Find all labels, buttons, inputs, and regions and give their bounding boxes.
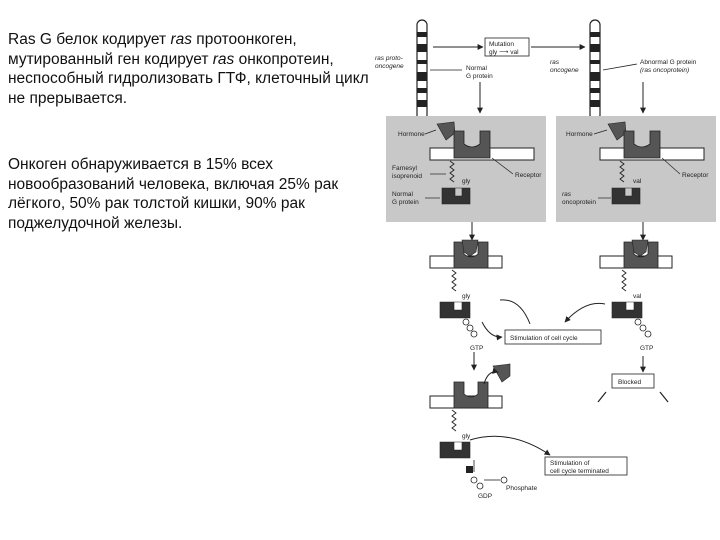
- p1-text-3: онкопротеин, неспособный гидролизовать Г…: [8, 50, 369, 107]
- label-normal-gprotein-1: Normal: [466, 65, 488, 72]
- gdp-square: [466, 466, 473, 473]
- p1-ras-italic-2: ras: [212, 50, 235, 68]
- farnesyl-chain-left-3: [451, 409, 457, 432]
- label-ras-onco-2: oncoprotein: [562, 199, 596, 206]
- label-normal-gprotein-2: G protein: [466, 73, 493, 80]
- label-gtp-right: GTP: [640, 345, 653, 352]
- panel-left-membrane: [386, 116, 546, 222]
- label-normal-g-2: G protein: [392, 199, 419, 206]
- p1-ras-italic-1: ras: [170, 31, 192, 48]
- label-gly-3: gly: [462, 433, 471, 440]
- label-phosphate: Phosphate: [506, 485, 537, 492]
- label-mutation-1: Mutation: [489, 41, 514, 48]
- gprotein-right: [611, 187, 641, 205]
- label-abnormal-gprotein-2: (ras oncoprotein): [640, 67, 689, 74]
- label-val-2: val: [633, 293, 642, 300]
- label-gly-1: gly: [462, 178, 471, 185]
- label-receptor-right: Receptor: [682, 172, 709, 179]
- leader-hormone-right: [593, 129, 608, 135]
- label-ras-onco-1: ras: [562, 191, 572, 198]
- blocked-rays: [597, 391, 669, 403]
- arrow-to-stimulation-right: [564, 302, 606, 323]
- gprotein-left-2: [439, 301, 471, 319]
- chromosome-left: [416, 19, 428, 121]
- arrow-hormone-release: [483, 368, 499, 385]
- phosphate-circle: [500, 476, 508, 484]
- arrow-to-stim-terminated: [469, 435, 551, 456]
- gprotein-right-2: [611, 301, 643, 319]
- label-ras-oncogene-2: oncogene: [550, 67, 579, 74]
- farnesyl-chain-right: [619, 160, 625, 183]
- mutation-box: [484, 37, 530, 57]
- label-mutation-2: gly ⟶ val: [489, 49, 519, 56]
- label-hormone-left: Hormone: [398, 131, 425, 138]
- label-gdp: GDP: [478, 493, 492, 500]
- chromosome-right: [589, 19, 601, 121]
- panel-right-membrane: [556, 116, 716, 222]
- paragraph-ras-description: Ras G белок кодирует ras протоонкоген, м…: [8, 30, 373, 108]
- hormone-bound-right: [631, 239, 649, 257]
- gdp-chain: [470, 476, 484, 490]
- farnesyl-chain-left-2: [451, 269, 457, 292]
- paragraph-oncogene-stats: Онкоген обнаруживается в 15% всех новооб…: [8, 155, 373, 233]
- label-stimulation: Stimulation of cell cycle: [510, 335, 578, 342]
- receptor-left-2: [453, 241, 489, 269]
- label-receptor-left: Receptor: [515, 172, 542, 179]
- hormone-released: [492, 363, 511, 383]
- gprotein-left: [441, 187, 471, 205]
- stim-terminated-box: [544, 456, 628, 476]
- label-ras-protooncogene-1: ras proto-: [375, 55, 404, 62]
- p1-text-2: протоонкоген, мутированный ген кодирует: [8, 31, 297, 68]
- gprotein-left-3: [439, 441, 471, 459]
- receptor-left-3: [453, 381, 489, 409]
- receptor-right: [623, 130, 661, 159]
- arrow-to-stimulation-left: [481, 321, 503, 341]
- gtp-chain-left: [462, 318, 478, 338]
- farnesyl-chain-right-2: [621, 269, 627, 292]
- label-ras-oncogene-1: ras: [550, 59, 560, 66]
- gtp-chain-right: [634, 318, 652, 338]
- label-blocked: Blocked: [618, 379, 642, 386]
- leader-receptor-right: [661, 157, 681, 175]
- label-gtp-left: GTP: [470, 345, 483, 352]
- p1-text-1: Ras G белок кодирует: [8, 31, 171, 48]
- label-normal-g-1: Normal: [392, 191, 414, 198]
- label-stim-term-1: Stimulation of: [550, 460, 590, 467]
- curve-left-feedback: [499, 299, 531, 325]
- p2-text: Онкоген обнаруживается в 15% всех новооб…: [8, 156, 339, 232]
- leader-hormone-left: [424, 129, 437, 135]
- label-hormone-right: Hormone: [566, 131, 593, 138]
- stimulation-box: [504, 329, 602, 345]
- label-ras-protooncogene-2: oncogene: [375, 63, 404, 70]
- receptor-left: [453, 130, 491, 159]
- label-gly-2: gly: [462, 293, 471, 300]
- leader-receptor-left: [491, 157, 514, 175]
- receptor-right-2: [623, 241, 659, 269]
- label-val-1: val: [633, 178, 642, 185]
- label-farnesyl-1: Farnesyl: [392, 165, 417, 172]
- blocked-box: [611, 373, 655, 389]
- farnesyl-chain-left: [449, 160, 455, 183]
- leader-abnormal: [602, 63, 638, 71]
- label-farnesyl-2: isoprenoid: [392, 173, 422, 180]
- label-stim-term-2: cell cycle terminated: [550, 468, 609, 475]
- label-abnormal-gprotein-1: Abnormal G protein: [640, 59, 697, 66]
- hormone-bound-left: [461, 239, 479, 257]
